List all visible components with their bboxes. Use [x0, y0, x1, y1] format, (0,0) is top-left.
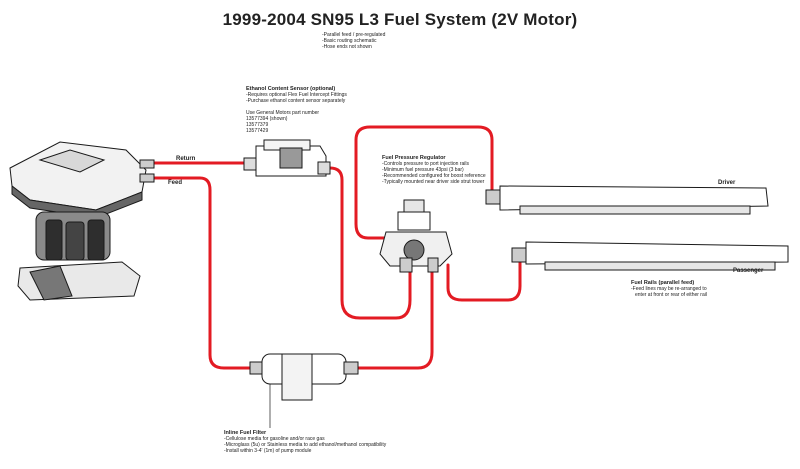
note-line: -Minimum fuel pressure 43psi (3 bar) — [382, 167, 464, 173]
note-line: -Install within 3-4' (1m) of pump module — [224, 448, 312, 454]
page-title: 1999-2004 SN95 L3 Fuel System (2V Motor) — [222, 10, 578, 29]
note-line: Use General Motors part number — [246, 110, 320, 116]
title-notes: -Parallel feed / pre-regulated -Basic ro… — [322, 32, 385, 50]
note-line: 13577379 — [246, 122, 269, 128]
fuel-pressure-regulator — [379, 199, 453, 273]
regulator-to-passenger-rail-line — [446, 260, 522, 302]
title-note: -Parallel feed / pre-regulated — [322, 32, 386, 38]
note-line: 13577429 — [246, 128, 269, 134]
pump-module — [9, 141, 155, 301]
title-note: -Hose ends not shown — [322, 44, 372, 50]
fuel-rails-note: Fuel Rails (parallel feed) -Feed lines m… — [631, 280, 707, 298]
filter-note: Inline Fuel Filter -Cellulose media for … — [224, 430, 386, 454]
driver-label: Driver — [718, 180, 736, 186]
regulator-to-driver-rail-line — [354, 125, 494, 240]
note-line: enter at front or rear of either rail — [635, 292, 707, 298]
note-line: -Typically mounted near driver side stru… — [382, 179, 485, 185]
note-line: -Requires optional Flex Fuel Intercept F… — [246, 92, 347, 98]
sensor-to-regulator-line — [328, 166, 412, 320]
note-line: -Purchase ethanol content sensor separat… — [246, 98, 346, 104]
regulator-heading: Fuel Pressure Regulator — [382, 155, 446, 161]
ethanol-sensor-note: Ethanol Content Sensor (optional) -Requi… — [246, 86, 347, 134]
note-line: -Recommended configured for boost refere… — [382, 173, 486, 179]
ethanol-sensor-heading: Ethanol Content Sensor (optional) — [246, 86, 336, 92]
title-note: -Basic routing schematic — [322, 38, 377, 44]
passenger-label: Passenger — [733, 268, 764, 274]
filter-to-regulator-line — [356, 268, 434, 370]
return-label: Return — [176, 156, 196, 162]
filter-heading: Inline Fuel Filter — [224, 430, 267, 436]
fuel-rails-heading: Fuel Rails (parallel feed) — [631, 280, 695, 286]
note-line: -Controls pressure to port injection rai… — [382, 161, 469, 167]
note-line: 13577394 (shown) — [246, 116, 288, 122]
passenger-fuel-rail — [511, 241, 789, 271]
inline-fuel-filter — [249, 353, 359, 401]
regulator-note: Fuel Pressure Regulator -Controls pressu… — [382, 155, 486, 185]
note-line: -Microglass (5u) or Stainless media to a… — [224, 442, 387, 448]
note-line: -Cellulose media for gasoline and/or rac… — [224, 436, 325, 442]
ethanol-sensor — [243, 139, 331, 177]
feed-label: Feed — [168, 180, 183, 186]
feed-line — [150, 176, 252, 370]
driver-fuel-rail — [485, 185, 769, 215]
note-line: -Feed lines may be re-arranged to — [631, 286, 707, 292]
